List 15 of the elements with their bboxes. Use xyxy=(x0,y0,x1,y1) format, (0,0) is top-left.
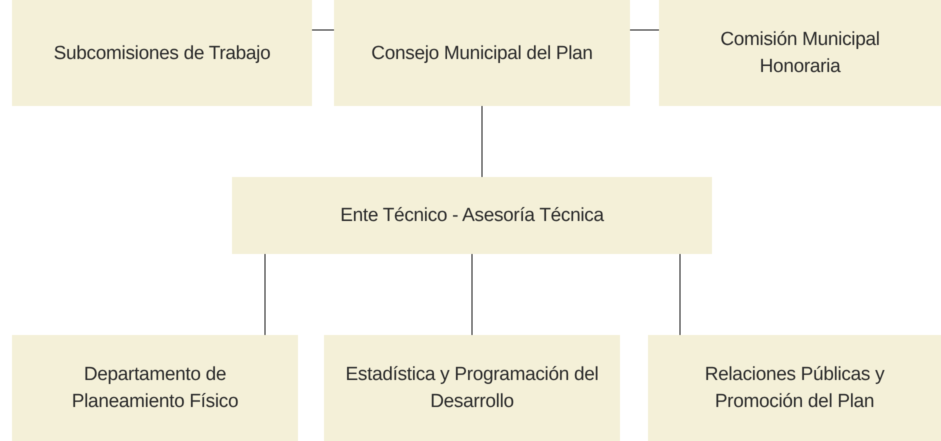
org-box xyxy=(334,0,630,106)
box-label: Consejo Municipal del Plan xyxy=(371,42,593,66)
box-label: Ente Técnico - Asesoría Técnica xyxy=(340,204,604,228)
org-box xyxy=(12,0,312,106)
box-label: Subcomisiones de Trabajo xyxy=(54,42,270,66)
box-label: Estadística y Programación del Desarrollo xyxy=(344,363,600,414)
org-box xyxy=(12,335,298,441)
box-label: Comisión Municipal Honoraria xyxy=(719,28,881,79)
connector-line xyxy=(264,254,266,336)
org-box xyxy=(659,0,941,106)
box-label: Departamento de Planeamiento Físico xyxy=(70,363,240,414)
org-box xyxy=(232,177,712,254)
box-label: Relaciones Públicas y Promoción del Plan xyxy=(704,363,886,414)
org-box xyxy=(324,335,620,441)
org-box xyxy=(648,335,941,441)
